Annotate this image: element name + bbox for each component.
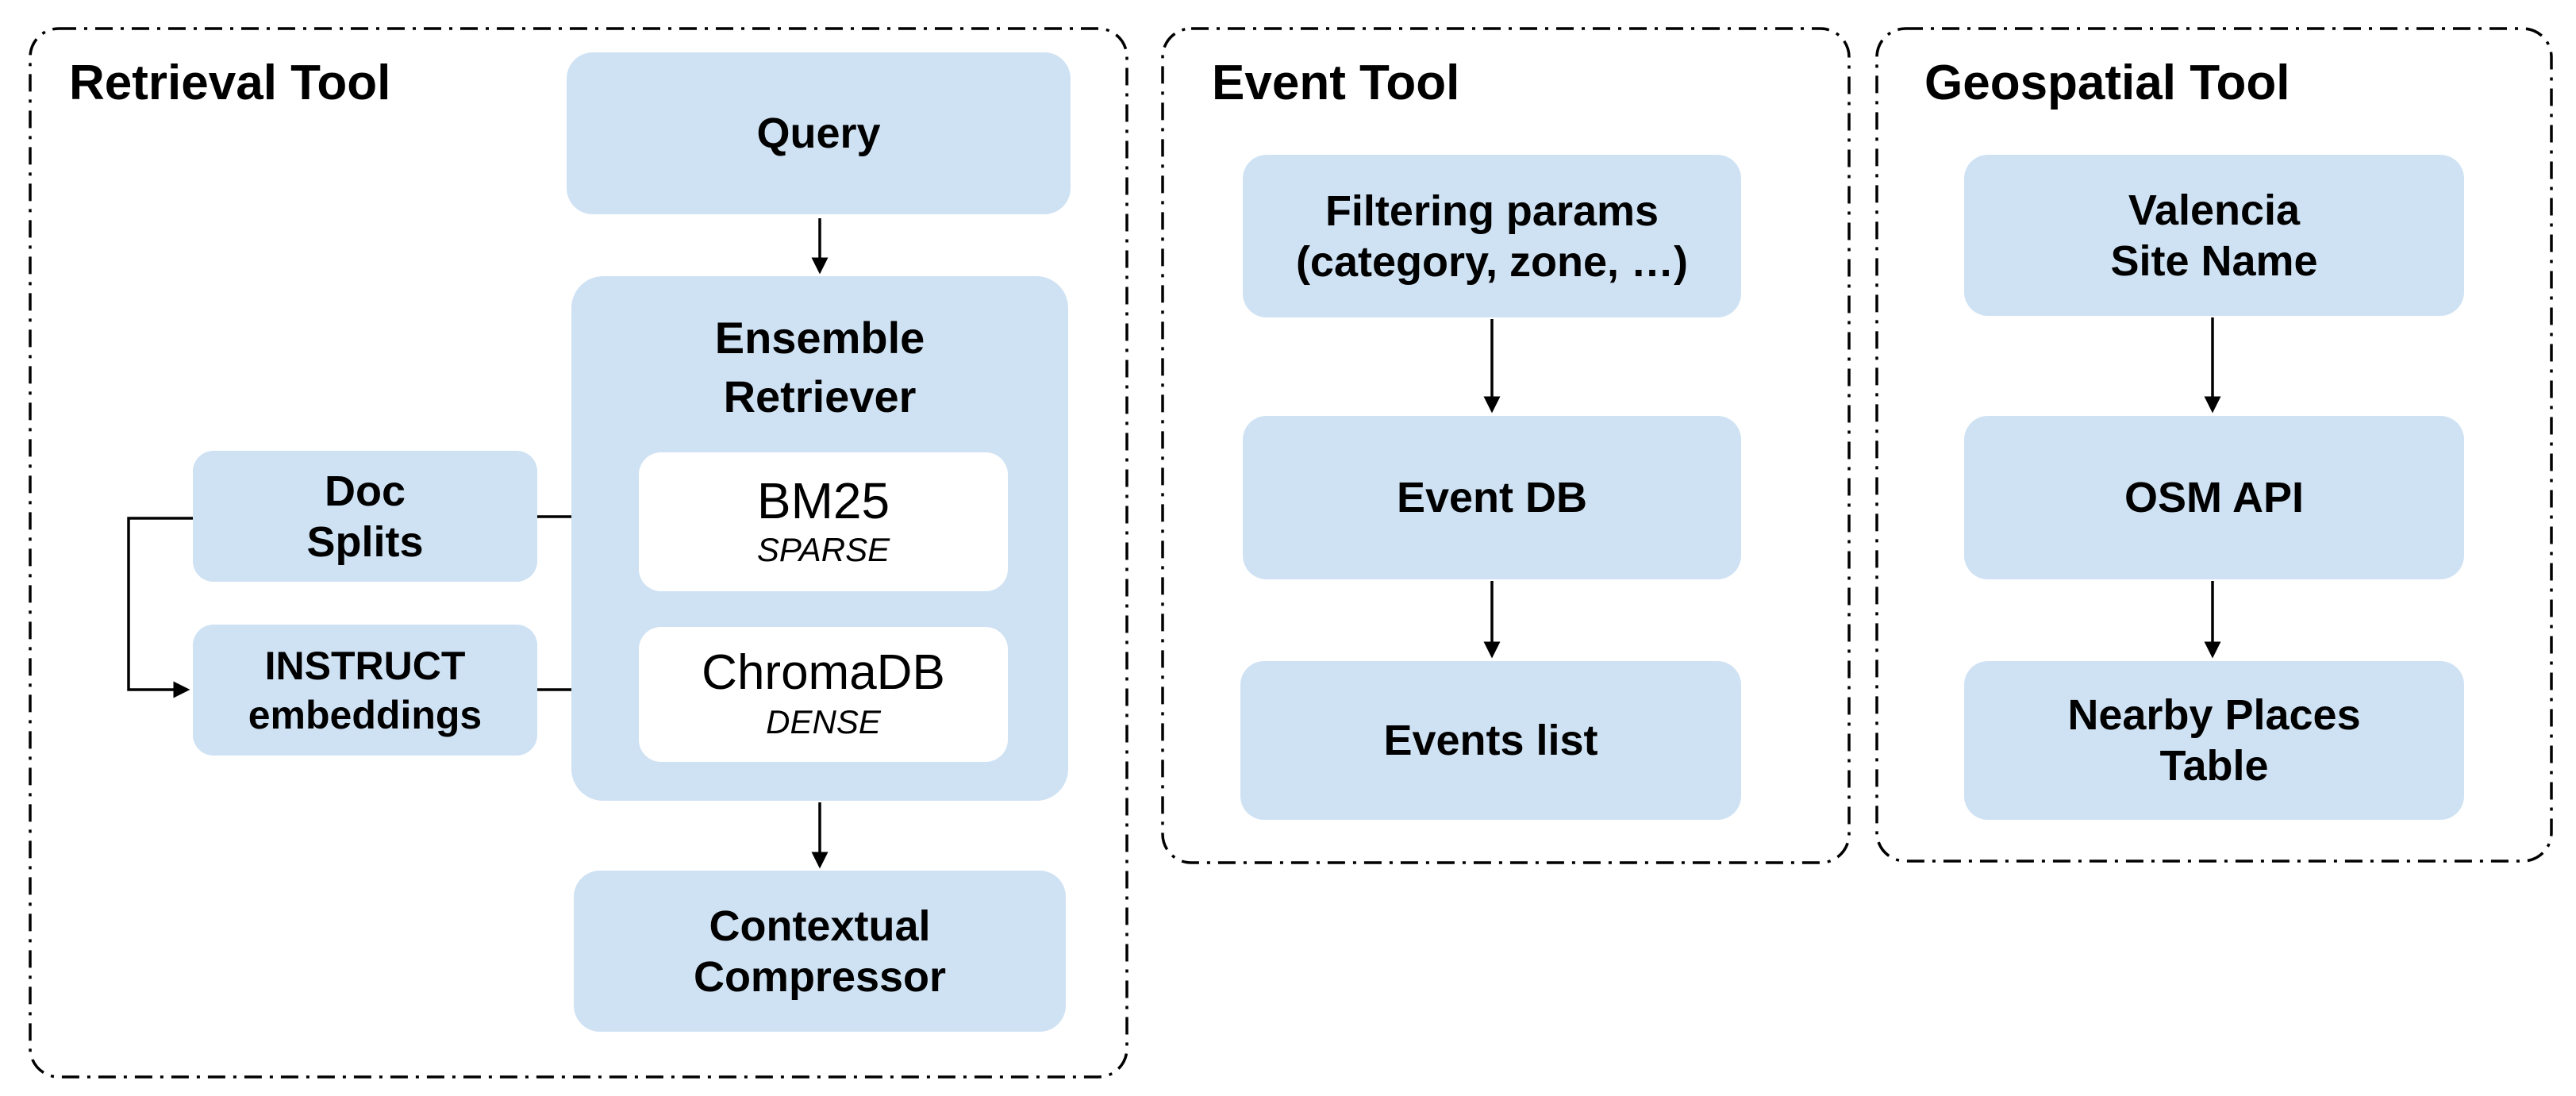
node-instruct-embeddings: INSTRUCT embeddings xyxy=(193,625,537,756)
event-tool-title: Event Tool xyxy=(1212,56,1460,110)
bm25-type-label: SPARSE xyxy=(756,530,890,568)
chromadb-type-label: DENSE xyxy=(766,703,881,740)
bm25-label: BM25 xyxy=(756,471,890,529)
node-valencia-site-name: Valencia Site Name xyxy=(1964,155,2464,316)
node-chromadb: ChromaDB DENSE xyxy=(639,627,1008,762)
geospatial-tool-title: Geospatial Tool xyxy=(1924,56,2290,110)
node-bm25: BM25 SPARSE xyxy=(639,452,1008,591)
retrieval-tool-panel-border xyxy=(29,27,1128,1079)
node-event-db: Event DB xyxy=(1243,416,1741,579)
node-doc-splits: Doc Splits xyxy=(193,451,537,582)
node-events-list: Events list xyxy=(1240,661,1741,820)
node-filtering-params: Filtering params (category, zone, …) xyxy=(1243,155,1741,317)
geospatial-tool-panel-border xyxy=(1875,27,2553,863)
chromadb-label: ChromaDB xyxy=(702,645,945,700)
event-tool-panel-border xyxy=(1161,27,1851,864)
node-osm-api: OSM API xyxy=(1964,416,2464,579)
node-query: Query xyxy=(567,52,1071,214)
retrieval-tool-title: Retrieval Tool xyxy=(69,56,391,110)
connector-docsplits-to-instruct xyxy=(127,517,193,698)
node-contextual-compressor: Contextual Compressor xyxy=(574,871,1066,1032)
node-nearby-places-table: Nearby Places Table xyxy=(1964,661,2464,820)
